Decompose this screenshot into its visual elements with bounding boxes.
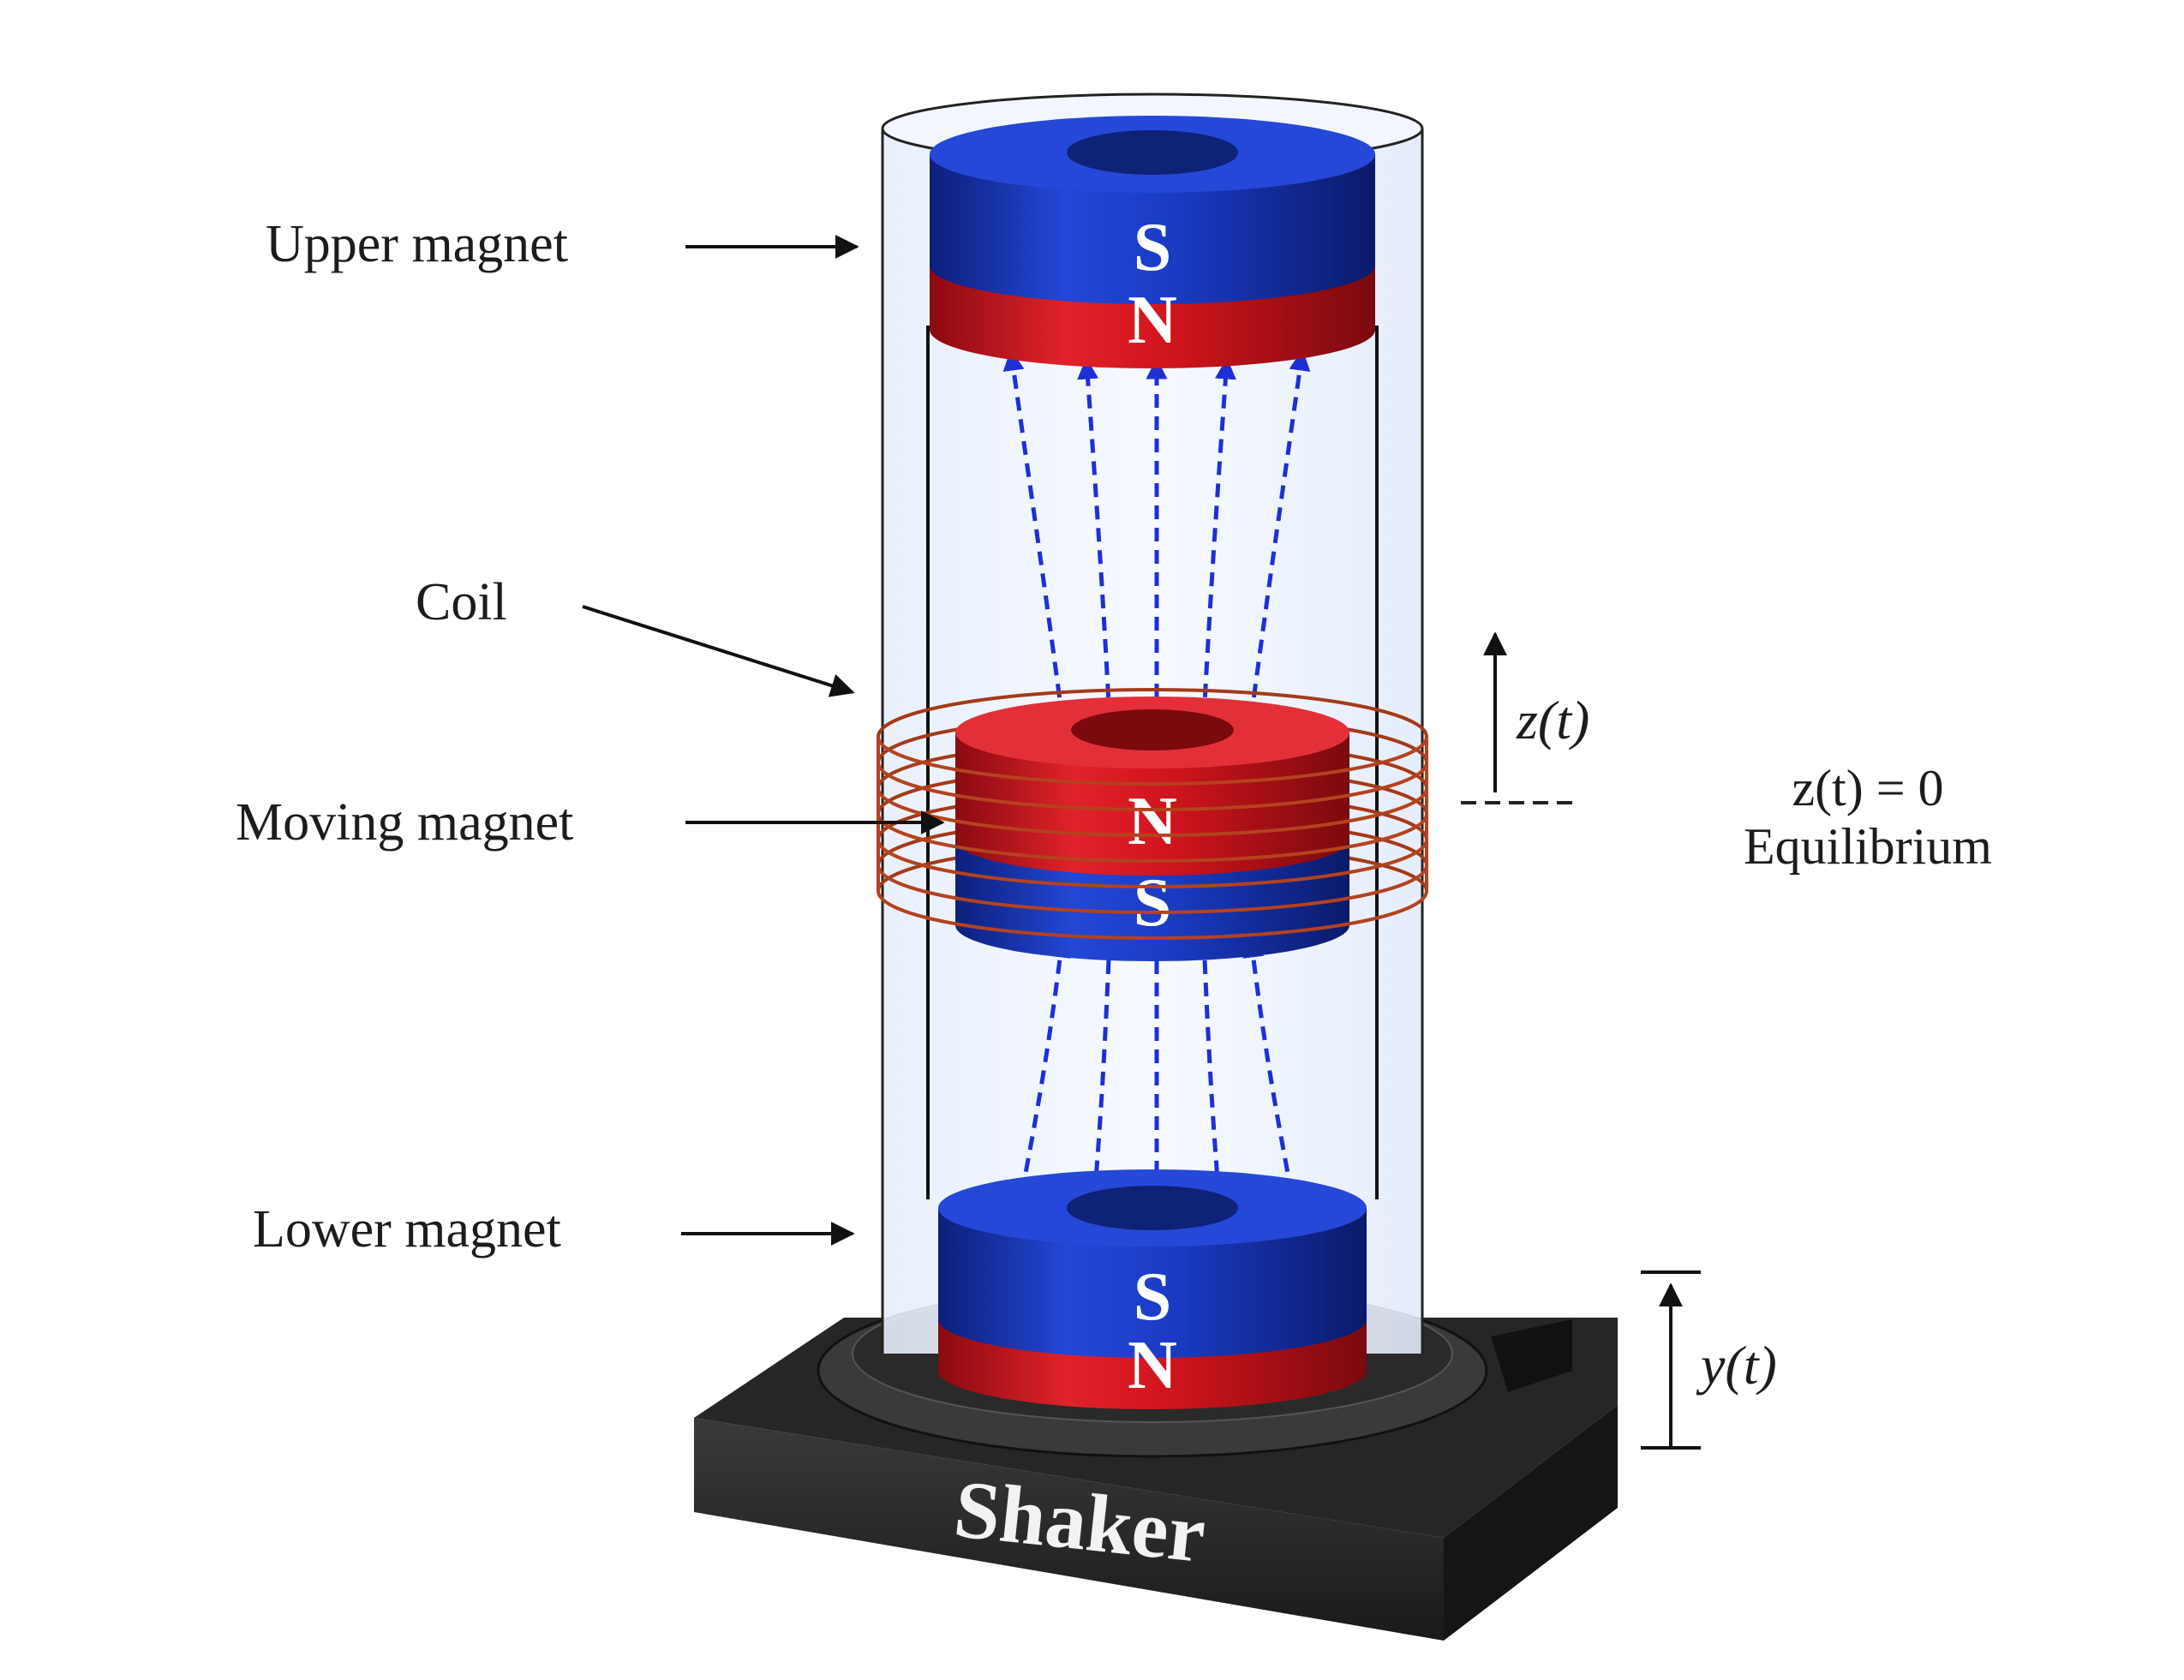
- lower-magnet-south-band: [938, 1208, 1367, 1358]
- upper-magnet-bottom-pole: N: [1128, 283, 1177, 358]
- moving-magnet-label: Moving magnet: [236, 793, 573, 852]
- coil-front: [877, 736, 1428, 940]
- field-lines-lower: [1021, 936, 1292, 1195]
- z-displacement-indicator: z(t) z(t) = 0 Equilibrium: [1461, 631, 1992, 875]
- shaker-front-face: [694, 1418, 1444, 1641]
- field-lines-upper: [1002, 349, 1311, 720]
- lower-magnet-bottom-pole: N: [1128, 1328, 1177, 1403]
- field-line: [1201, 357, 1236, 720]
- coil-arrow: [582, 605, 855, 697]
- field-line: [1242, 936, 1292, 1183]
- lower-magnet-hole: [1067, 1186, 1238, 1230]
- moving-magnet-bottom-pole: S: [1134, 865, 1172, 941]
- field-line: [1021, 936, 1071, 1183]
- upper-magnet: S N: [930, 116, 1375, 368]
- moving-magnet-north-band: [955, 732, 1349, 876]
- equilibrium-equation: z(t) = 0: [1792, 760, 1943, 816]
- upper-magnet-top-pole: S: [1134, 210, 1172, 285]
- equilibrium-label: Equilibrium: [1744, 818, 1992, 875]
- shaker-side-face: [1444, 1405, 1618, 1641]
- field-line: [1002, 349, 1065, 720]
- shaker-connector: [1491, 1319, 1572, 1392]
- z-label: z(t): [1516, 690, 1589, 750]
- y-label: y(t): [1696, 1335, 1777, 1396]
- upper-magnet-label: Upper magnet: [266, 215, 568, 273]
- field-line: [1194, 936, 1221, 1192]
- moving-magnet: N S: [955, 697, 1349, 961]
- field-line: [1092, 936, 1120, 1192]
- lower-magnet: S N: [938, 1169, 1367, 1409]
- field-line: [1248, 349, 1311, 720]
- coil-label: Coil: [416, 573, 507, 631]
- moving-magnet-top-pole: N: [1128, 784, 1177, 859]
- lower-magnet-top-pole: S: [1134, 1259, 1172, 1335]
- upper-magnet-south-band: [930, 154, 1375, 304]
- field-line: [1077, 357, 1112, 720]
- upper-magnet-hole: [1067, 130, 1238, 175]
- component-labels: Upper magnet Coil Moving magnet Lower ma…: [236, 215, 945, 1259]
- moving-magnet-hole: [1071, 709, 1234, 750]
- y-displacement-indicator: y(t): [1641, 1270, 1777, 1450]
- lower-magnet-label: Lower magnet: [253, 1200, 561, 1259]
